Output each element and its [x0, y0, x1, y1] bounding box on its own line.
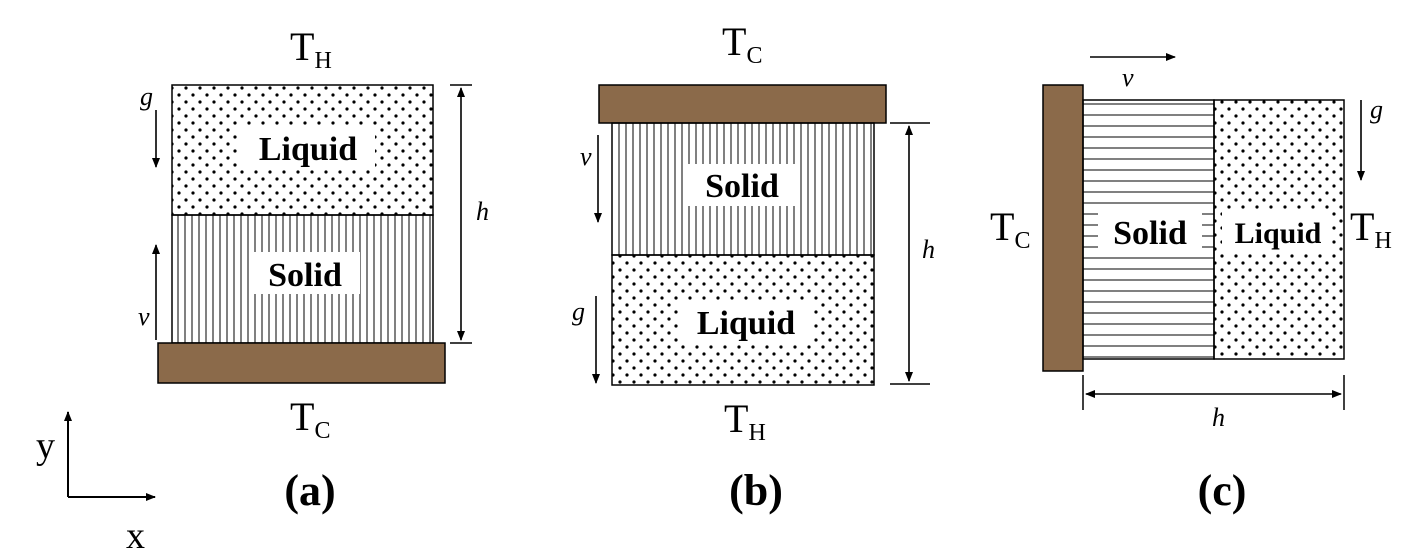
panel-a-velocity-label: v	[138, 302, 150, 331]
panel-b-top-temperature: TC	[722, 19, 762, 69]
coordinate-axes: y x	[36, 411, 156, 557]
y-axis-label: y	[36, 425, 55, 467]
panel-c-cold-wall	[1042, 84, 1084, 372]
panel-a-liquid-label-bg	[240, 128, 375, 170]
panel-a-liquid-label: Liquid	[259, 131, 357, 168]
panel-b-solid-label: Solid	[705, 168, 779, 205]
panel-c-width-label: h	[1212, 403, 1225, 432]
panel-b-bottom-temperature: TH	[724, 396, 766, 446]
panel-a-solid-label: Solid	[268, 257, 342, 294]
panel-b-liquid-label: Liquid	[697, 305, 795, 342]
panel-c-solid-label: Solid	[1113, 215, 1187, 252]
panel-c-velocity-label: v	[1122, 63, 1134, 92]
x-axis-label: x	[126, 515, 145, 557]
panel-a-caption: (a)	[284, 466, 335, 515]
panel-a-cold-wall	[157, 342, 446, 384]
panel-b-velocity-label: v	[580, 142, 592, 171]
panel-c-left-temperature: TC	[990, 204, 1030, 254]
panel-b-solid-label-bg	[686, 164, 796, 206]
panel-c-solid-label-bg	[1098, 212, 1202, 254]
panel-b-cold-wall	[598, 84, 887, 124]
panel-c-caption: (c)	[1198, 466, 1247, 515]
panel-c: v Solid Liquid TC TH g h (c)	[990, 53, 1392, 515]
panel-b-gravity-label: g	[572, 297, 585, 326]
panel-b-height-label: h	[922, 235, 935, 264]
panel-a-solid-label-bg	[250, 252, 360, 294]
panel-a-height-label: h	[476, 197, 489, 226]
panel-b-caption: (b)	[729, 466, 783, 515]
panel-b-liquid-label-bg	[678, 300, 813, 344]
panel-a: TH Liquid Solid TC g v h (a)	[138, 24, 489, 515]
panel-b: TC Solid Liquid TH v g h (b)	[572, 19, 935, 515]
panel-c-liquid-label-bg	[1222, 212, 1330, 254]
panel-a-top-temperature: TH	[290, 24, 332, 74]
panel-a-gravity-label: g	[140, 82, 153, 111]
panel-c-liquid-label: Liquid	[1235, 217, 1322, 250]
panel-c-gravity-label: g	[1370, 95, 1383, 124]
panel-a-bottom-temperature: TC	[290, 394, 330, 444]
panel-c-right-temperature: TH	[1350, 204, 1392, 254]
